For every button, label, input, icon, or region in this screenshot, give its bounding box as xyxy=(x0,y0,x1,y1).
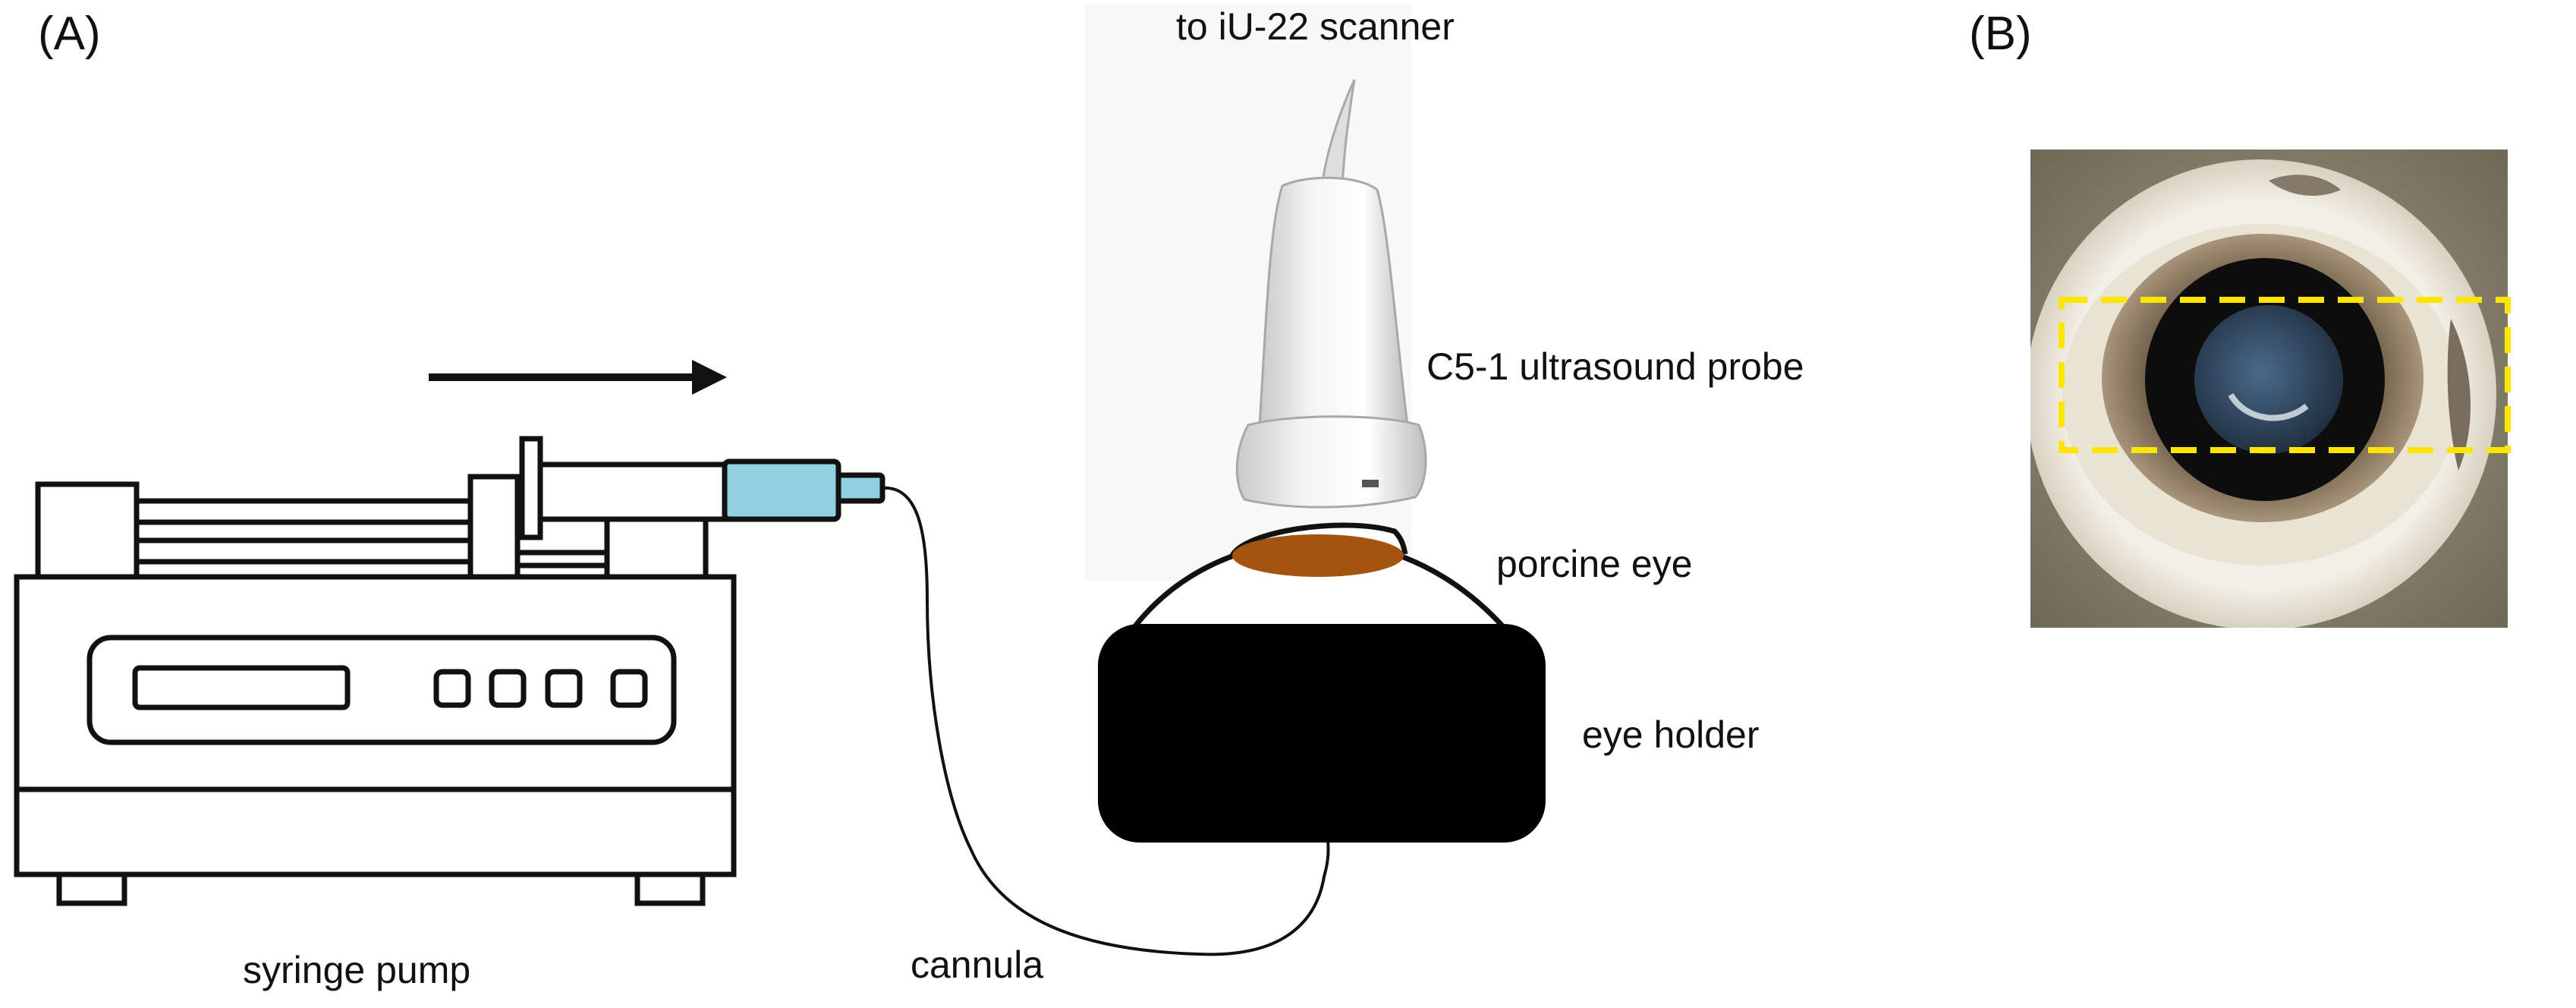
pump-display-screen xyxy=(132,665,351,710)
syringe-body xyxy=(537,461,729,522)
eye-label: porcine eye xyxy=(1496,543,1693,585)
photo-tissue-right xyxy=(2447,319,2471,471)
syringe-plunger-flange xyxy=(519,436,543,540)
pump-button-1 xyxy=(433,669,471,708)
pump-button-4 xyxy=(610,669,648,708)
panel-a-label: (A) xyxy=(38,8,101,60)
eye-cornea xyxy=(1232,534,1404,577)
pump-carriage xyxy=(467,474,521,580)
probe-handle xyxy=(1258,176,1409,427)
ultrasound-probe xyxy=(1085,4,1427,581)
pump-display-panel xyxy=(86,635,677,745)
cannula-label: cannula xyxy=(911,943,1043,986)
pump-foot-right xyxy=(634,871,706,906)
photo-lens xyxy=(2194,305,2343,454)
pump-label: syringe pump xyxy=(243,949,470,991)
syringe xyxy=(519,436,885,540)
probe-logo xyxy=(1362,480,1379,487)
cannula-tube xyxy=(882,486,1330,956)
syringe-pump xyxy=(14,474,737,906)
scanner-label: to iU-22 scanner xyxy=(1176,5,1455,48)
syringe-hub xyxy=(835,472,885,504)
pump-button-3 xyxy=(545,669,583,708)
probe-head xyxy=(1235,415,1427,509)
pump-left-block xyxy=(35,481,140,580)
holder-label: eye holder xyxy=(1582,713,1760,756)
pump-button-2 xyxy=(489,669,527,708)
pump-foot-left xyxy=(56,871,127,906)
photo-tissue-top xyxy=(2269,175,2341,196)
syringe-barrel xyxy=(722,458,841,522)
porcine-eye xyxy=(1130,522,1508,632)
eye-holder xyxy=(1098,624,1546,843)
eye-photo xyxy=(2030,150,2508,628)
region-of-interest-box xyxy=(2059,297,2511,453)
probe-label: C5-1 ultrasound probe xyxy=(1426,345,1804,388)
pump-direction-arrow xyxy=(429,360,727,395)
panel-b-label: (B) xyxy=(1969,8,2032,60)
photo-lens-glare xyxy=(2228,392,2309,421)
